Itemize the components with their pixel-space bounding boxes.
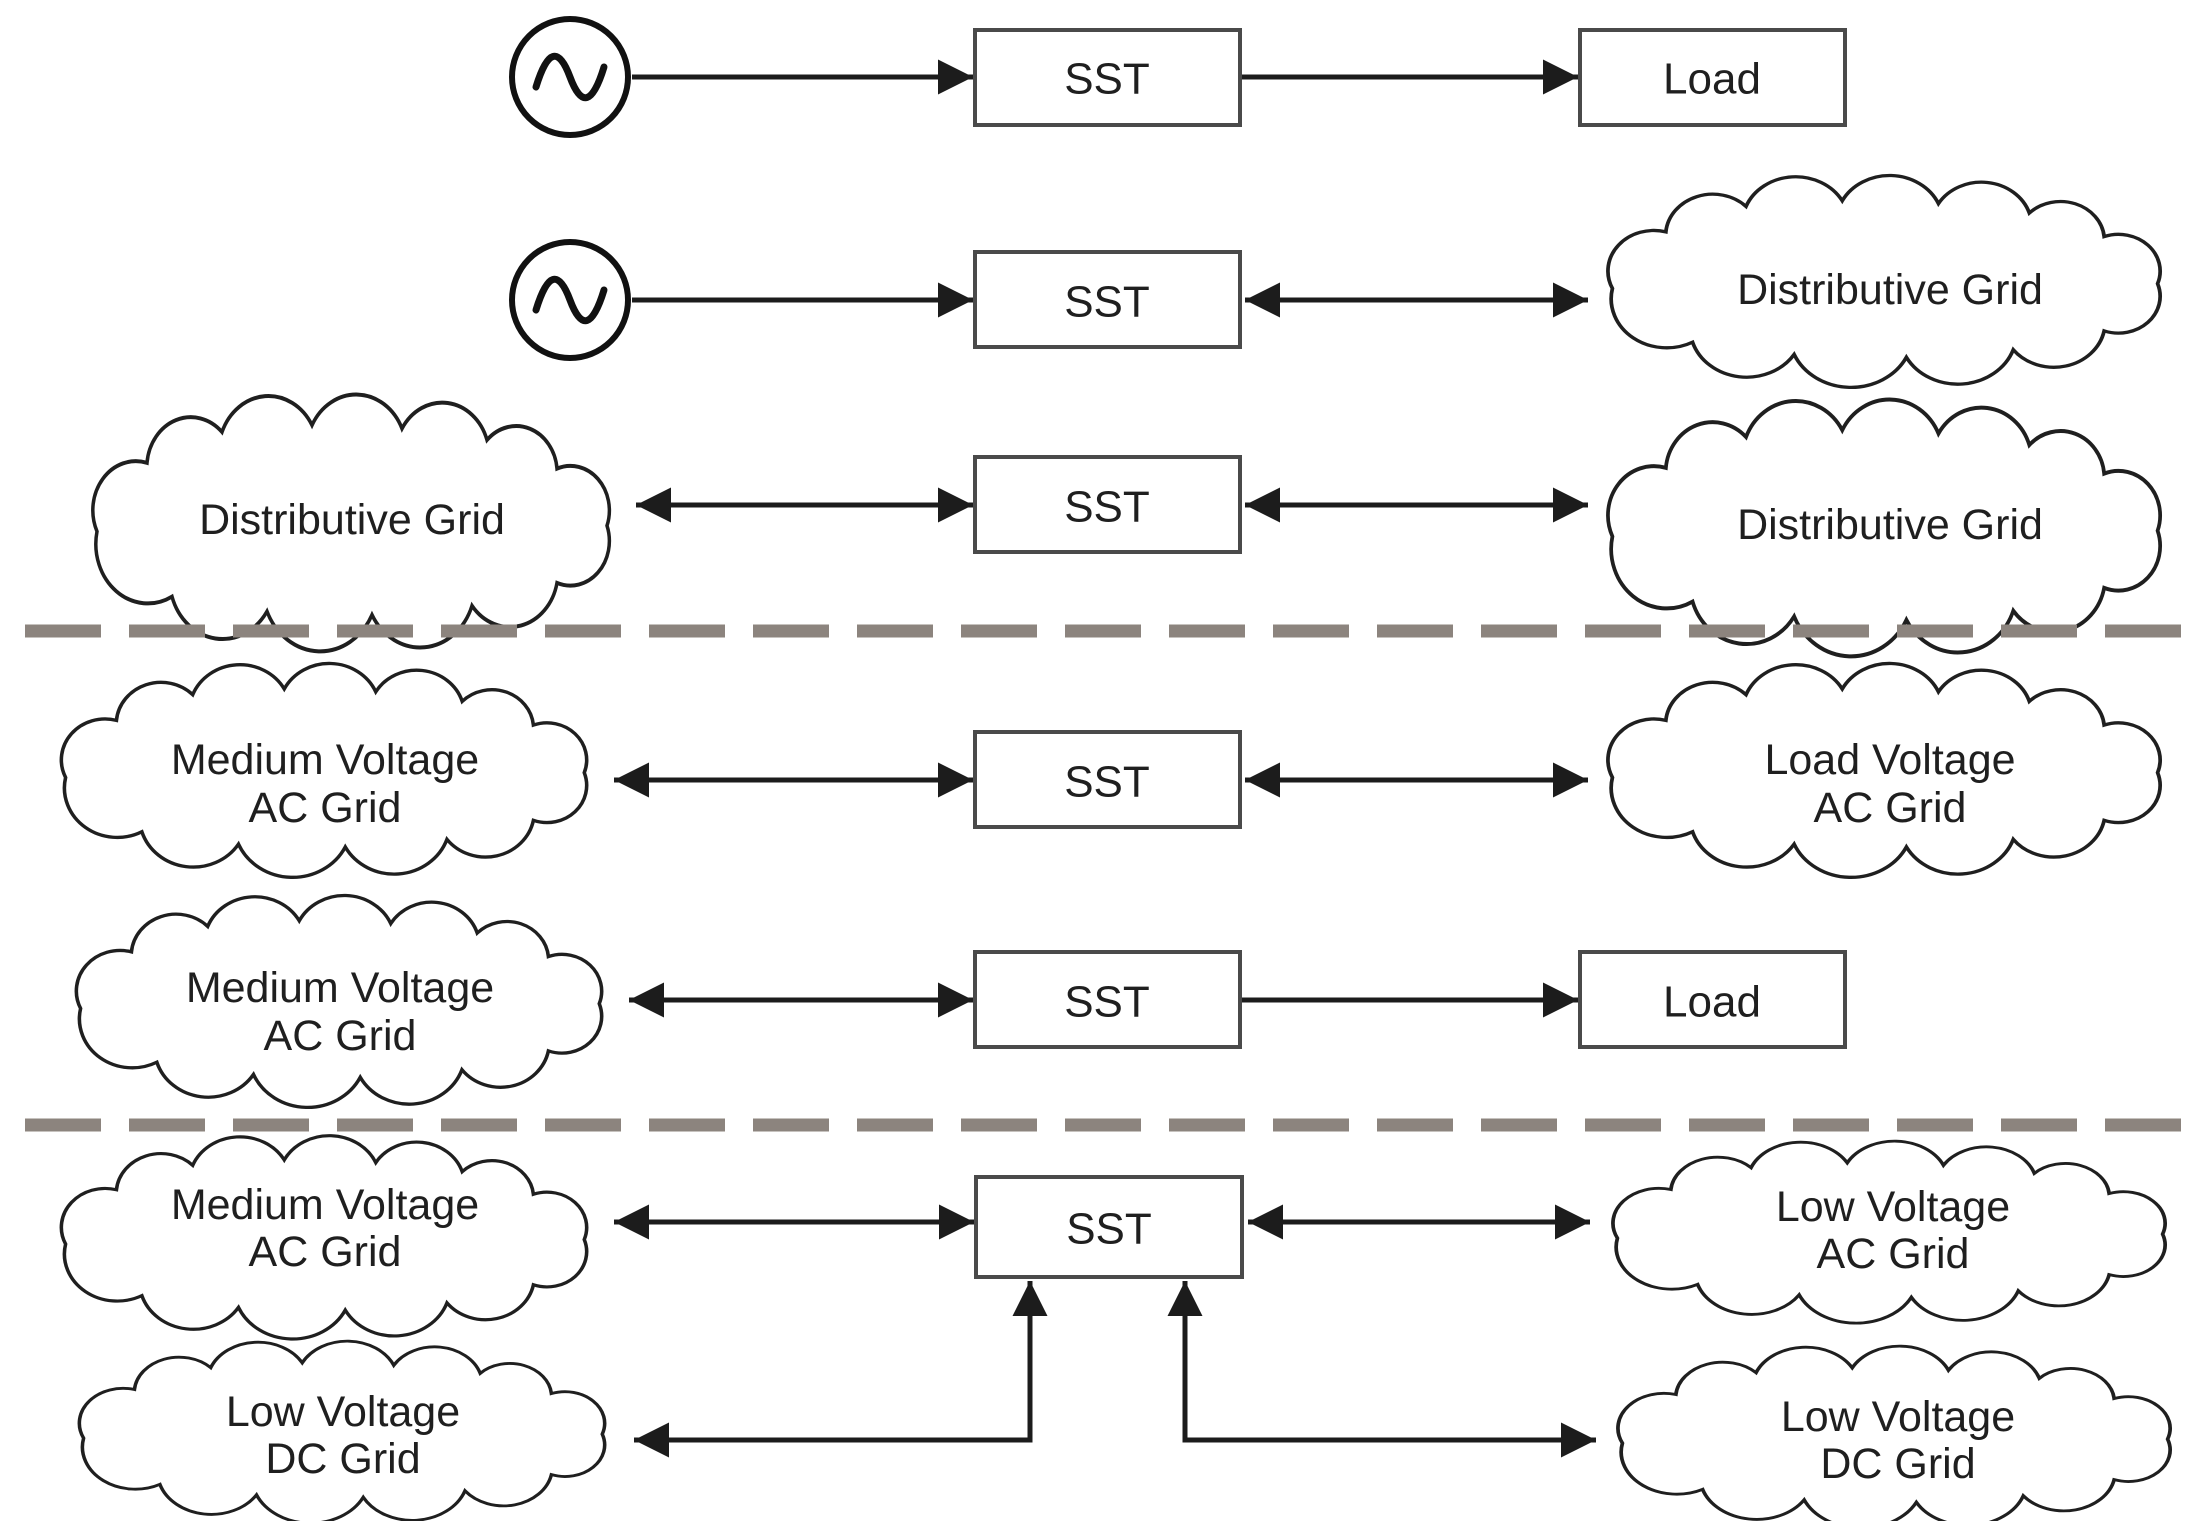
cloud-label-row3-left: Distributive Grid [199,496,505,544]
sst-box-row6 [974,1175,1244,1279]
cloud-label-row7-right-line1: Low Voltage [1781,1393,2015,1441]
sst-label-row3: SST [1064,483,1150,532]
sst-box-row5 [973,950,1242,1049]
sst-label-row6: SST [1066,1205,1152,1254]
sst-box-row3 [973,455,1242,554]
load-box-row1 [1578,28,1847,127]
cloud-label-row4-left-line2: AC Grid [249,784,402,832]
ac-source-icon [512,19,628,135]
cloud-label-row4-right-line1: Load Voltage [1764,736,2015,784]
cloud-label-row2: Distributive Grid [1737,266,2043,314]
cloud-label-row6-left-line2: AC Grid [249,1228,402,1276]
sst-label-row5: SST [1064,978,1150,1027]
cloud-label-row6-right-line2: AC Grid [1817,1230,1970,1278]
cloud-label-row4-left-line1: Medium Voltage [171,736,479,784]
cloud-label-row7-left-line1: Low Voltage [226,1388,460,1436]
sst-box-row2 [973,250,1242,349]
cloud-label-row6-right-line1: Low Voltage [1776,1183,2010,1231]
sst-label-row1: SST [1064,55,1150,104]
ac-source-icon [512,242,628,358]
cloud-label-row5-left-line2: AC Grid [264,1012,417,1060]
cloud-label-row5-left-line1: Medium Voltage [186,964,494,1012]
bidir-connector-sst-dc-grid-right [1167,1281,1596,1458]
cloud-label-row7-left-line2: DC Grid [265,1435,420,1483]
load-label-row5: Load [1663,978,1761,1027]
sst-box-row4 [973,730,1242,829]
bidir-connector-sst-dc-grid-left [634,1281,1048,1458]
sst-label-row2: SST [1064,278,1150,327]
load-label-row1: Load [1663,55,1761,104]
sst-box-row1 [973,28,1242,127]
sst-label-row4: SST [1064,758,1150,807]
cloud-label-row4-right-line2: AC Grid [1814,784,1967,832]
load-box-row5 [1578,950,1847,1049]
cloud-label-row3-right: Distributive Grid [1737,501,2043,549]
cloud-label-row7-right-line2: DC Grid [1820,1440,1975,1488]
cloud-label-row6-left-line1: Medium Voltage [171,1181,479,1229]
